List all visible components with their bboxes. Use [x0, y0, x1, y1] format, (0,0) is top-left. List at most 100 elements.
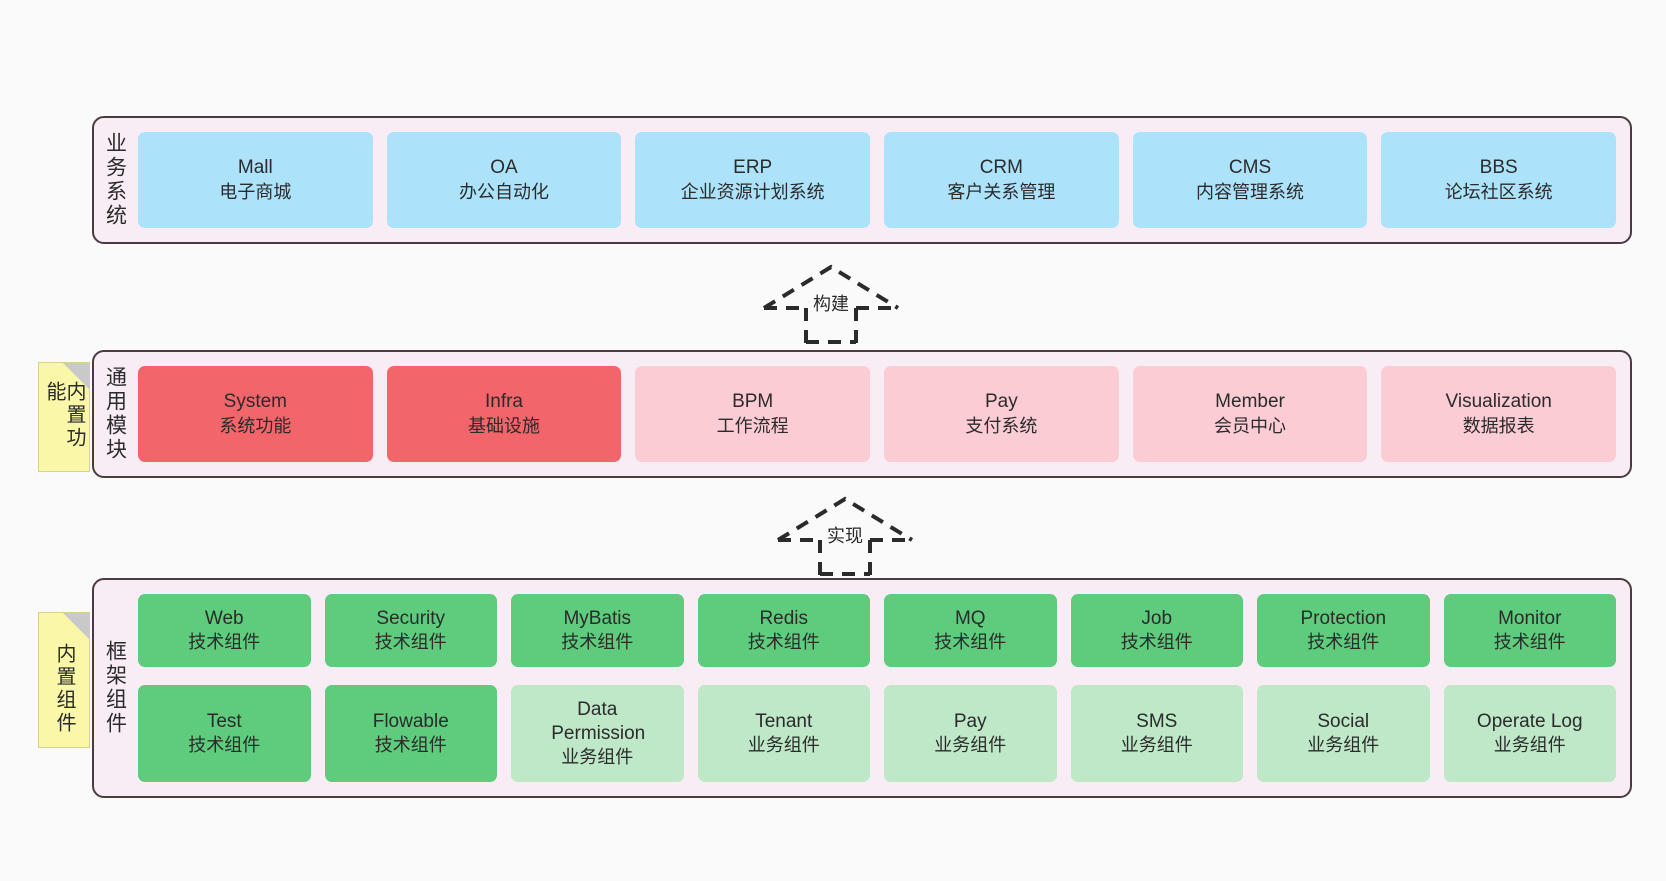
card-mq[interactable]: MQ 技术组件 — [884, 594, 1057, 667]
card-title: Job — [1141, 607, 1173, 629]
card-title: Redis — [759, 607, 809, 629]
connector-build: 构建 — [756, 262, 906, 344]
sticky-note-builtin-function: 内置功能 — [38, 362, 90, 472]
card-subtitle: 论坛社区系统 — [1444, 181, 1553, 202]
card-subtitle: 会员中心 — [1214, 415, 1287, 436]
card-title: Member — [1215, 391, 1285, 413]
card-subtitle: 内容管理系统 — [1196, 181, 1305, 202]
card-erp[interactable]: ERP 企业资源计划系统 — [635, 132, 871, 228]
card-title: Pay — [953, 710, 987, 732]
card-security[interactable]: Security 技术组件 — [324, 594, 497, 667]
card-title: BBS — [1479, 157, 1518, 179]
card-subtitle: 技术组件 — [934, 632, 1007, 653]
card-subtitle: 技术组件 — [747, 632, 820, 653]
card-flowable[interactable]: Flowable 技术组件 — [324, 684, 497, 782]
card-job[interactable]: Job 技术组件 — [1070, 594, 1243, 667]
card-cms[interactable]: CMS 内容管理系统 — [1132, 132, 1368, 228]
sticky-note-label: 内置组件 — [53, 643, 75, 735]
card-title: SMS — [1136, 710, 1178, 732]
card-subtitle: 技术组件 — [1307, 632, 1380, 653]
card-title: CRM — [979, 157, 1023, 179]
card-title: Pay — [984, 391, 1018, 413]
card-subtitle: 工作流程 — [716, 415, 789, 436]
card-mybatis[interactable]: MyBatis 技术组件 — [511, 594, 684, 667]
card-subtitle: 技术组件 — [188, 735, 261, 756]
card-title: Data Permission — [551, 698, 646, 744]
card-row: Test 技术组件 Flowable 技术组件 Data Permission … — [138, 684, 1616, 782]
card-web[interactable]: Web 技术组件 — [138, 594, 311, 667]
card-visualization[interactable]: Visualization 数据报表 — [1381, 366, 1617, 462]
card-row: Web 技术组件 Security 技术组件 MyBatis 技术组件 Redi… — [138, 594, 1616, 667]
card-subtitle: 办公自动化 — [459, 181, 549, 202]
card-title: Mall — [237, 157, 273, 179]
card-system[interactable]: System 系统功能 — [138, 366, 373, 462]
card-member[interactable]: Member 会员中心 — [1132, 366, 1368, 462]
card-protection[interactable]: Protection 技术组件 — [1257, 594, 1430, 667]
card-data-permission[interactable]: Data Permission 业务组件 — [511, 684, 684, 782]
card-subtitle: 支付系统 — [965, 415, 1038, 436]
layer-body-framework-component: Web 技术组件 Security 技术组件 MyBatis 技术组件 Redi… — [136, 580, 1630, 796]
layer-body-business-system: Mall 电子商城 OA 办公自动化 ERP 企业资源计划系统 CRM 客户关系… — [136, 118, 1630, 242]
card-social[interactable]: Social 业务组件 — [1257, 684, 1430, 782]
card-subtitle: 数据报表 — [1462, 415, 1535, 436]
card-bbs[interactable]: BBS 论坛社区系统 — [1381, 132, 1617, 228]
card-title: Flowable — [372, 710, 449, 732]
card-subtitle: 业务组件 — [934, 735, 1007, 756]
sticky-note-builtin-component: 内置组件 — [38, 612, 90, 748]
card-title: Test — [206, 710, 242, 732]
card-subtitle: 电子商城 — [219, 181, 292, 202]
card-subtitle: 系统功能 — [219, 415, 292, 436]
note-fold-corner-icon — [63, 363, 89, 389]
card-subtitle: 技术组件 — [561, 632, 634, 653]
card-title: OA — [490, 157, 518, 179]
card-title: Visualization — [1445, 391, 1552, 413]
card-oa[interactable]: OA 办公自动化 — [386, 132, 622, 228]
card-title: Social — [1317, 710, 1370, 732]
card-title: Security — [376, 607, 446, 629]
layer-title-common-module: 通用模块 — [103, 366, 127, 462]
layer-framework-component: 框架组件 Web 技术组件 Security 技术组件 MyBatis 技术组件… — [92, 578, 1632, 798]
connector-implement: 实现 — [770, 494, 920, 576]
card-subtitle: 业务组件 — [561, 747, 634, 768]
dashed-hollow-arrow-icon — [762, 264, 900, 344]
card-title: CMS — [1228, 157, 1272, 179]
layer-body-common-module: System 系统功能 Infra 基础设施 BPM 工作流程 Pay 支付系统… — [136, 352, 1630, 476]
card-subtitle: 技术组件 — [188, 632, 261, 653]
card-title: System — [223, 391, 288, 413]
card-tenant[interactable]: Tenant 业务组件 — [697, 684, 870, 782]
layer-title-framework-component: 框架组件 — [103, 640, 127, 736]
card-subtitle: 业务组件 — [1307, 735, 1380, 756]
card-row: Mall 电子商城 OA 办公自动化 ERP 企业资源计划系统 CRM 客户关系… — [138, 132, 1617, 228]
card-redis[interactable]: Redis 技术组件 — [697, 594, 870, 667]
card-title: Monitor — [1498, 607, 1562, 629]
card-title: BPM — [732, 391, 774, 413]
card-mall[interactable]: Mall 电子商城 — [138, 132, 373, 228]
note-fold-corner-icon — [63, 613, 89, 639]
card-subtitle: 企业资源计划系统 — [680, 181, 825, 202]
card-title: ERP — [733, 157, 773, 179]
card-operate-log[interactable]: Operate Log 业务组件 — [1443, 684, 1616, 782]
card-bpm[interactable]: BPM 工作流程 — [635, 366, 871, 462]
card-row: System 系统功能 Infra 基础设施 BPM 工作流程 Pay 支付系统… — [138, 366, 1617, 462]
card-sms[interactable]: SMS 业务组件 — [1070, 684, 1243, 782]
card-crm[interactable]: CRM 客户关系管理 — [884, 132, 1119, 228]
layer-title-business-system: 业务系统 — [103, 132, 127, 228]
card-monitor[interactable]: Monitor 技术组件 — [1443, 594, 1616, 667]
card-subtitle: 技术组件 — [374, 735, 447, 756]
card-pay[interactable]: Pay 支付系统 — [884, 366, 1119, 462]
card-pay-component[interactable]: Pay 业务组件 — [884, 684, 1057, 782]
card-test[interactable]: Test 技术组件 — [138, 684, 311, 782]
card-subtitle: 技术组件 — [374, 632, 447, 653]
card-infra[interactable]: Infra 基础设施 — [386, 366, 622, 462]
card-subtitle: 技术组件 — [1493, 632, 1566, 653]
connector-build-label: 构建 — [813, 294, 849, 314]
card-subtitle: 客户关系管理 — [947, 181, 1056, 202]
card-title: Protection — [1300, 607, 1387, 629]
dashed-hollow-arrow-icon — [776, 496, 914, 576]
card-title: Operate Log — [1476, 710, 1583, 732]
card-title: MQ — [954, 607, 986, 629]
card-subtitle: 业务组件 — [1493, 735, 1566, 756]
sticky-note-label: 内置功能 — [43, 381, 85, 450]
card-subtitle: 基础设施 — [468, 415, 540, 436]
